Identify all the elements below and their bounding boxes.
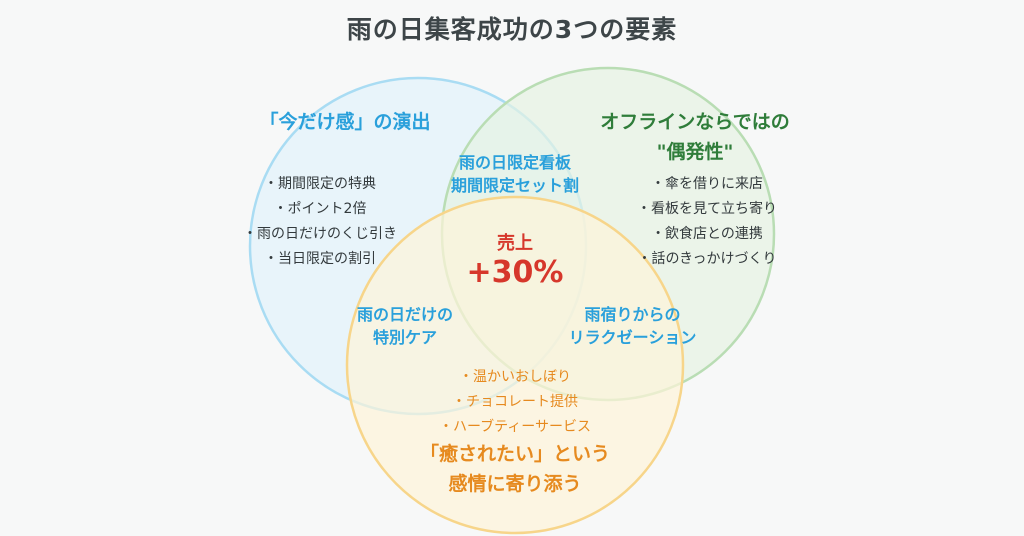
overlap-right-bottom: 雨宿りからの リラクゼーション	[540, 303, 725, 349]
list-item: ・雨の日だけのくじ引き	[243, 226, 397, 242]
bottom-circle-items: ・温かいおしぼり ・チョコレート提供 ・ハーブティーサービス	[420, 365, 610, 440]
overlap-left-right-line2: 期間限定セット割	[450, 176, 579, 195]
overlap-left-bottom-line2: 特別ケア	[372, 328, 437, 347]
center-value: +30%	[466, 255, 564, 290]
right-circle-heading-line1: オフラインならではの	[600, 111, 790, 133]
bottom-circle-heading: 「癒されたい」という 感情に寄り添う	[385, 439, 645, 499]
circle-iyasare	[345, 195, 685, 535]
overlap-right-bottom-line2: リラクゼーション	[568, 328, 697, 347]
right-circle-items: ・傘を借りに来店 ・看板を見て立ち寄り ・飲食店との連携 ・話のきっかけづくり	[612, 172, 802, 272]
center-result: 売上 +30%	[455, 232, 575, 290]
overlap-right-bottom-line1: 雨宿りからの	[584, 305, 681, 324]
overlap-left-right-line1: 雨の日限定看板	[458, 153, 571, 172]
list-item: ・温かいおしぼり	[459, 369, 571, 385]
center-label: 売上	[497, 233, 533, 254]
left-circle-heading: 「今だけ感」の演出	[259, 111, 431, 133]
bottom-circle-heading-line1: 「癒されたい」という	[419, 443, 610, 465]
right-circle-heading-line2: "偶発性"	[656, 141, 734, 163]
overlap-left-bottom: 雨の日だけの 特別ケア	[335, 303, 475, 349]
page-title: 雨の日集客成功の3つの要素	[346, 15, 678, 44]
list-item: ・傘を借りに来店	[651, 176, 763, 192]
list-item: ・当日限定の割引	[264, 251, 376, 267]
list-item: ・看板を見て立ち寄り	[637, 201, 777, 217]
bottom-circle-heading-line2: 感情に寄り添う	[448, 473, 582, 495]
overlap-left-bottom-line1: 雨の日だけの	[356, 305, 453, 324]
list-item: ・チョコレート提供	[452, 394, 578, 410]
list-item: ・ポイント2倍	[273, 201, 367, 217]
list-item: ・飲食店との連携	[651, 226, 763, 242]
list-item: ・ハーブティーサービス	[438, 419, 592, 435]
overlap-left-right: 雨の日限定看板 期間限定セット割	[425, 151, 605, 197]
list-item: ・期間限定の特典	[264, 176, 376, 192]
list-item: ・話のきっかけづくり	[637, 251, 777, 267]
right-circle-heading: オフラインならではの "偶発性"	[565, 107, 825, 167]
left-circle-items: ・期間限定の特典 ・ポイント2倍 ・雨の日だけのくじ引き ・当日限定の割引	[215, 172, 425, 272]
